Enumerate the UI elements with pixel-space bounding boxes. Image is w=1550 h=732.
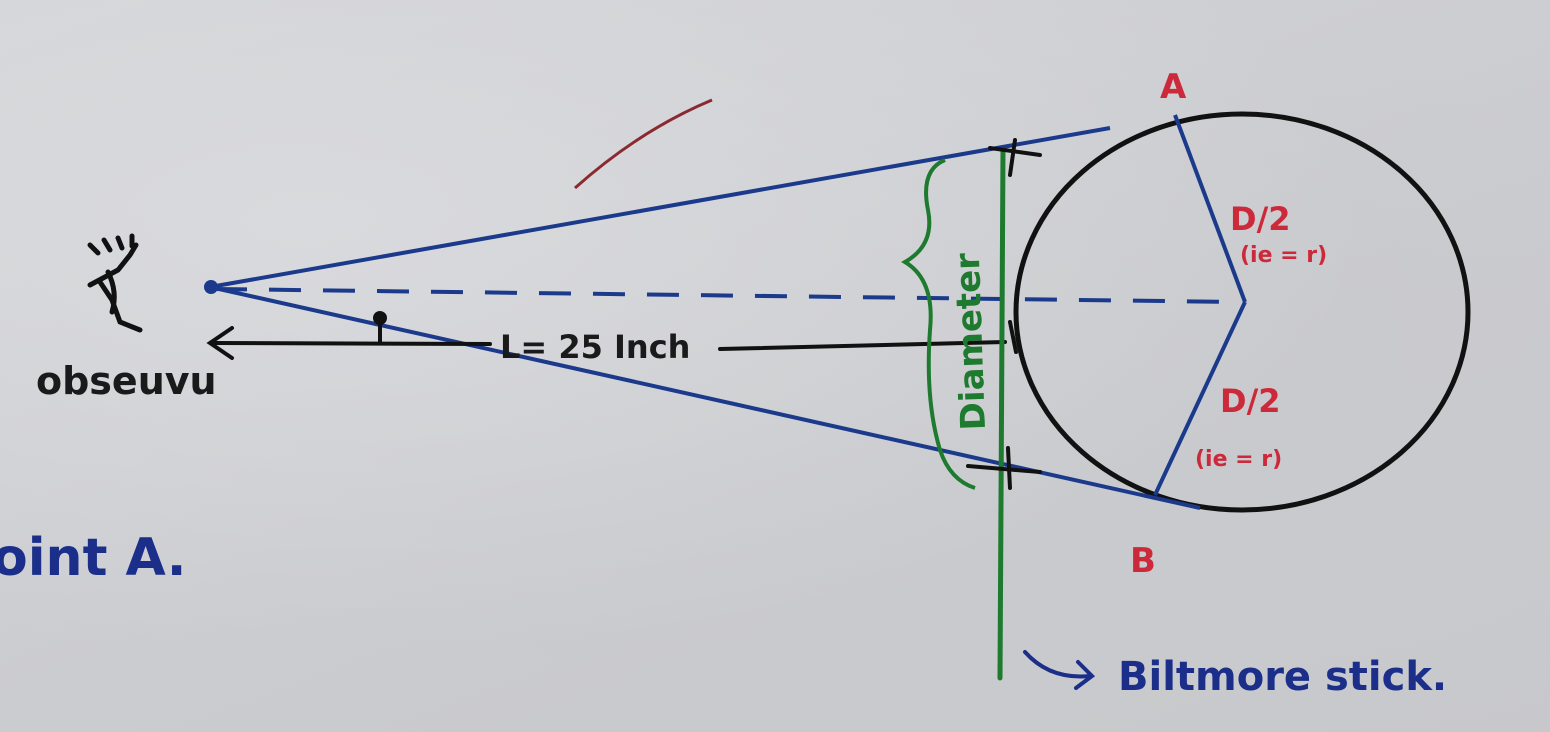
distance-label: L= 25 Inch: [500, 328, 690, 366]
point-b-label: B: [1130, 541, 1156, 581]
sight-line-upper: [209, 126, 1111, 289]
margin-text: oint A.: [0, 528, 187, 588]
radius-top-note: (ie = r): [1240, 243, 1327, 268]
eye-figure-icon: [87, 233, 143, 333]
diameter-brace: [901, 158, 976, 490]
diameter-label: Diameter: [948, 252, 994, 431]
biltmore-stick: [997, 147, 1006, 681]
stick-label: Biltmore stick.: [1118, 654, 1447, 700]
distance-line: [206, 316, 1007, 360]
radius-top-label: D/2: [1230, 200, 1291, 238]
sight-line-lower: [209, 285, 1201, 510]
radius-bottom-label: D/2: [1220, 382, 1281, 420]
small-marker: [373, 311, 387, 325]
point-a-label: A: [1160, 67, 1187, 107]
stick-cross-marks: [966, 138, 1042, 490]
tree-circle: [1013, 111, 1471, 513]
arrow-right-icon: [1023, 650, 1096, 690]
radius-line-a: [1173, 114, 1247, 303]
stray-pen-mark: [574, 98, 713, 190]
radius-bottom-note: (ie = r): [1195, 447, 1282, 472]
radius-line-b: [1153, 301, 1247, 496]
eye-point: [204, 280, 218, 294]
center-dashed-line: [214, 287, 1241, 304]
observer-label: obseuvu: [36, 359, 217, 403]
